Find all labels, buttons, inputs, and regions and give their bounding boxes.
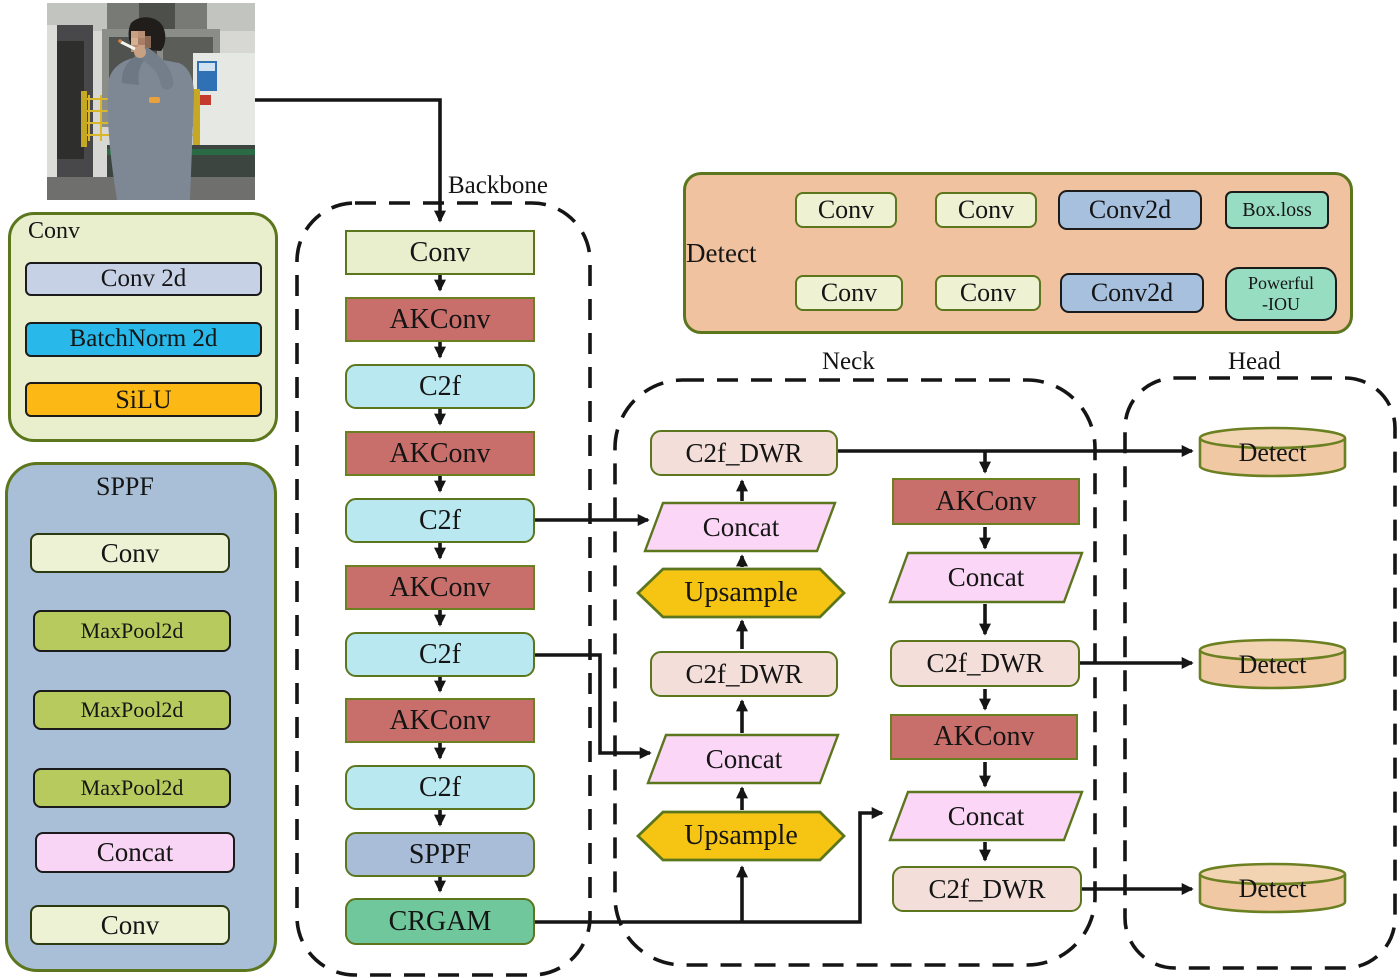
- detect-detail-label: Detect: [686, 238, 757, 268]
- head-detect-label: Detect: [1238, 874, 1307, 904]
- neck-label: Neck: [822, 348, 875, 375]
- sppf-conv-node: Conv: [30, 905, 230, 945]
- neck-concat-shape-1: [643, 501, 837, 553]
- neck-concat-shape-3: [888, 551, 1084, 604]
- head-label: Head: [1228, 348, 1281, 375]
- detail-conv-node: Conv: [795, 275, 903, 311]
- detect-cylinder-2: [1198, 638, 1347, 690]
- head-detect-label: Detect: [1238, 650, 1307, 680]
- sppf-conv-node: Conv: [30, 533, 230, 573]
- neck-upsample-shape-1: [635, 567, 846, 619]
- sppf-maxpool-node: MaxPool2d: [33, 690, 231, 730]
- neck-akconv-node: AKConv: [890, 714, 1078, 760]
- neck-c2fdwr-node: C2f_DWR: [892, 866, 1082, 912]
- detail-conv2d-node: Conv2d: [1058, 190, 1202, 230]
- neck-concat-label: Concat: [702, 511, 780, 542]
- neck-concat-label: Concat: [947, 562, 1025, 593]
- conv2d-node: Conv 2d: [25, 262, 262, 296]
- neck-concat-label: Concat: [705, 743, 783, 774]
- neck-akconv-node: AKConv: [892, 478, 1080, 525]
- detail-conv-node: Conv: [935, 275, 1041, 311]
- sppf-concat-node: Concat: [35, 832, 235, 873]
- backbone-node-c2f: C2f: [345, 364, 535, 409]
- backbone-node-c2f: C2f: [345, 765, 535, 810]
- neck-c2fdwr-node: C2f_DWR: [650, 651, 838, 697]
- backbone-node-akconv: AKConv: [345, 297, 535, 342]
- neck-upsample-label: Upsample: [684, 577, 798, 609]
- detect-cylinder-1: [1198, 426, 1347, 478]
- silu-node: SiLU: [25, 382, 262, 417]
- backbone-node-c2f: C2f: [345, 498, 535, 543]
- backbone-node-akconv: AKConv: [345, 565, 535, 610]
- head-boundary: [1123, 376, 1397, 970]
- neck-boundary: [613, 378, 1097, 967]
- backbone-node-akconv: AKConv: [345, 431, 535, 476]
- detect-cylinder-3: [1198, 862, 1347, 914]
- neck-c2fdwr-node: C2f_DWR: [890, 640, 1080, 687]
- neck-c2fdwr-node: C2f_DWR: [650, 430, 838, 476]
- neck-upsample-shape-2: [635, 810, 846, 862]
- neck-concat-label: Concat: [947, 800, 1025, 831]
- legend-sppf-title: SPPF: [96, 472, 154, 501]
- detail-conv-node: Conv: [935, 192, 1037, 228]
- input-photo: [47, 3, 255, 200]
- backbone-node-sppf: SPPF: [345, 832, 535, 877]
- detail-conv2d-node: Conv2d: [1060, 273, 1204, 313]
- neck-concat-shape-4: [888, 790, 1084, 842]
- legend-conv-title: Conv: [28, 218, 81, 244]
- head-detect-label: Detect: [1238, 438, 1307, 468]
- backbone-node-conv: Conv: [345, 230, 535, 275]
- detail-conv-node: Conv: [795, 192, 897, 228]
- box-loss-node: Box.loss: [1225, 191, 1329, 229]
- backbone-node-c2f: C2f: [345, 632, 535, 677]
- neck-concat-shape-2: [646, 733, 840, 785]
- sppf-maxpool-node: MaxPool2d: [33, 610, 231, 652]
- backbone-node-crgam: CRGAM: [345, 898, 535, 945]
- backbone-node-akconv: AKConv: [345, 698, 535, 743]
- powerful-iou-node: Powerful -IOU: [1225, 267, 1337, 321]
- neck-upsample-label: Upsample: [684, 820, 798, 852]
- backbone-label: Backbone: [448, 172, 548, 199]
- backbone-boundary: [295, 201, 592, 977]
- batchnorm2d-node: BatchNorm 2d: [25, 322, 262, 357]
- sppf-maxpool-node: MaxPool2d: [33, 768, 231, 808]
